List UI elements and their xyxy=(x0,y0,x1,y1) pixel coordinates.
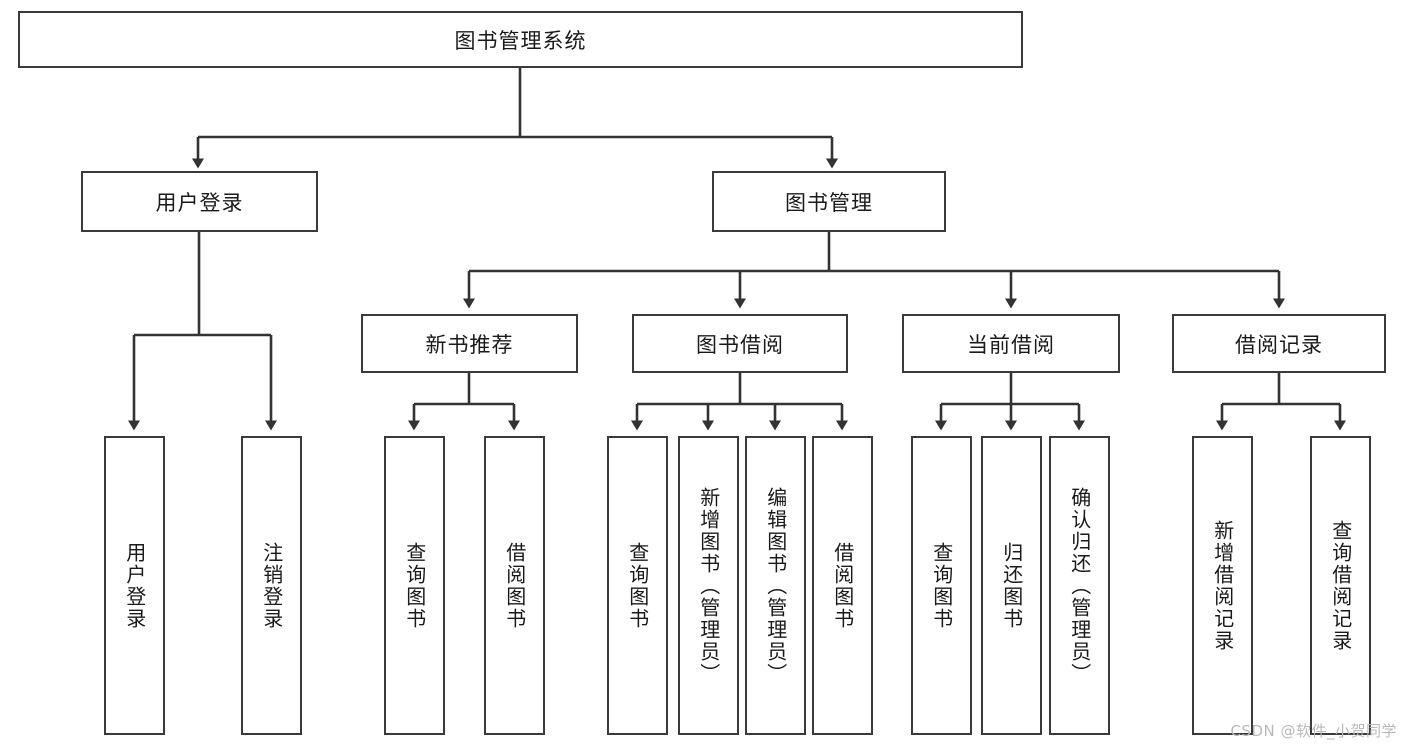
leaf-borrow-edit-book-admin[interactable]: 编辑图书（管理员） xyxy=(745,436,806,735)
leaf-user-login-logout[interactable]: 注销登录 xyxy=(241,436,302,735)
node-root-book-management-system[interactable]: 图书管理系统 xyxy=(18,11,1023,68)
leaf-current-return-book[interactable]: 归还图书 xyxy=(981,436,1042,735)
leaf-borrow-add-book-admin[interactable]: 新增图书（管理员） xyxy=(678,436,739,735)
leaf-current-query-book[interactable]: 查询图书 xyxy=(911,436,972,735)
leaf-borrow-borrow-book[interactable]: 借阅图书 xyxy=(812,436,873,735)
leaf-new-book-borrow[interactable]: 借阅图书 xyxy=(484,436,545,735)
leaf-borrow-query-book[interactable]: 查询图书 xyxy=(607,436,668,735)
leaf-record-add-borrow-record[interactable]: 新增借阅记录 xyxy=(1192,436,1253,735)
node-borrow-record[interactable]: 借阅记录 xyxy=(1172,314,1386,373)
node-user-login[interactable]: 用户登录 xyxy=(81,171,318,232)
leaf-user-login-login[interactable]: 用户登录 xyxy=(104,436,165,735)
node-new-book-recommend[interactable]: 新书推荐 xyxy=(361,314,578,373)
node-book-management[interactable]: 图书管理 xyxy=(712,171,946,232)
node-book-borrow[interactable]: 图书借阅 xyxy=(632,314,848,373)
leaf-new-book-query[interactable]: 查询图书 xyxy=(384,436,445,735)
leaf-current-confirm-return-admin[interactable]: 确认归还（管理员） xyxy=(1049,436,1110,735)
leaf-record-query-borrow-record[interactable]: 查询借阅记录 xyxy=(1310,436,1371,735)
csdn-watermark: CSDN @软件_小贺同学 xyxy=(1230,722,1397,740)
node-current-borrow[interactable]: 当前借阅 xyxy=(902,314,1120,373)
